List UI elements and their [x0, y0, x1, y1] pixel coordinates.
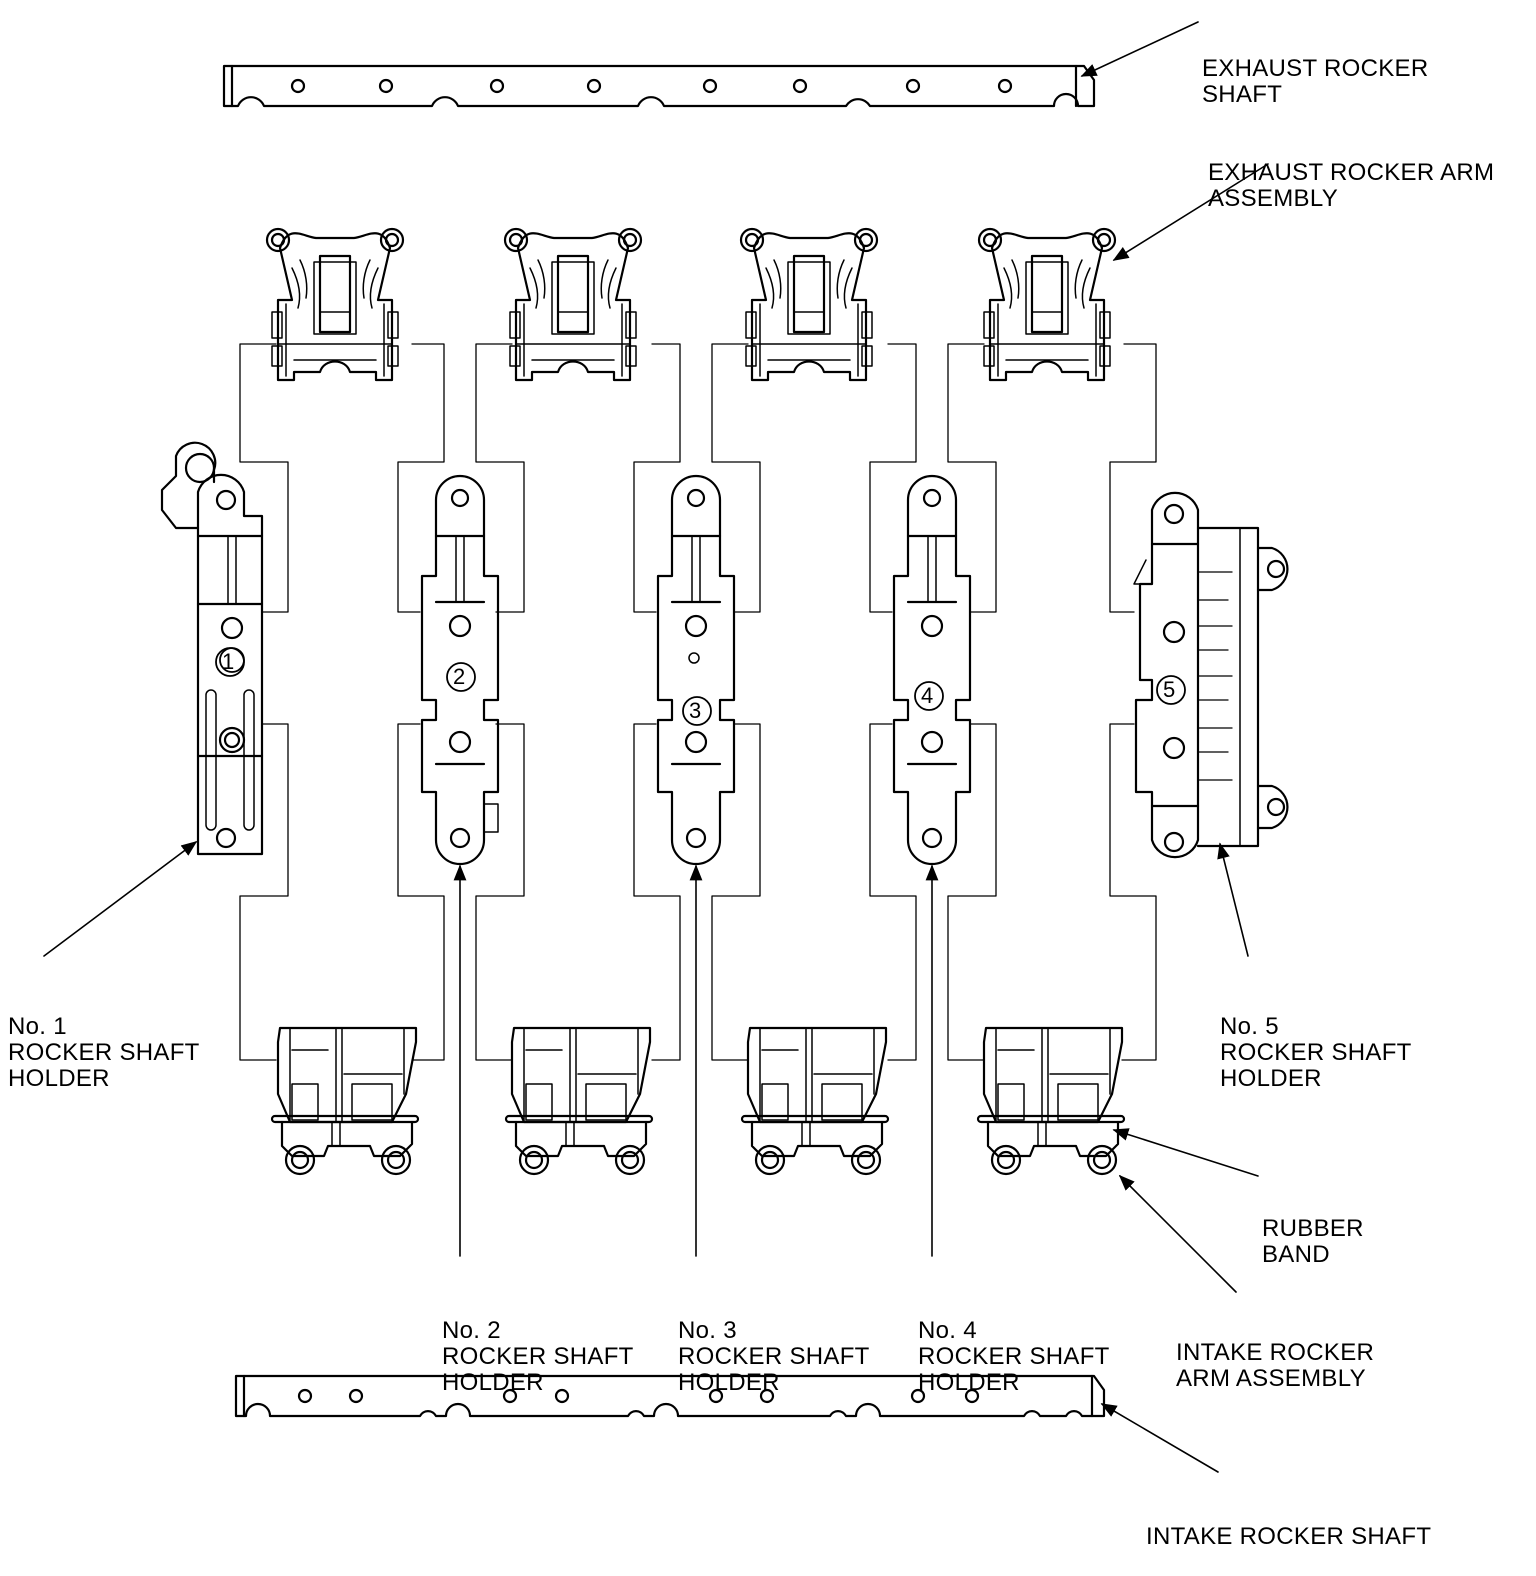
holder-number-2: 2: [453, 664, 466, 689]
rocker-shaft-assembly-diagram: [43, 21, 1289, 1473]
rocker-shaft-holder-4: [892, 474, 972, 866]
exhaust-rocker-shaft: [222, 64, 1096, 108]
arrow-intake-arm: [1118, 1174, 1237, 1293]
intake-rocker-arm-3: [740, 1026, 890, 1176]
position-guide-lines: [239, 343, 1157, 1061]
intake-rocker-arm-4: [976, 1026, 1126, 1176]
rocker-shaft-holder-3: [656, 474, 736, 866]
arrow-holder-1: [43, 841, 198, 957]
arrow-exhaust-arm: [1112, 163, 1269, 261]
leader-arrows: [43, 21, 1269, 1473]
rocker-shaft-holder-1: [160, 441, 264, 856]
exhaust-rocker-arm-3: [739, 227, 879, 382]
exhaust-rocker-arm-1: [265, 227, 405, 382]
exhaust-rocker-arm-2: [503, 227, 643, 382]
holder-number-5: 5: [1163, 677, 1176, 702]
arrow-rubber-band: [1112, 1128, 1259, 1177]
arrow-exhaust-shaft: [1080, 21, 1199, 77]
exhaust-rocker-arm-4: [977, 227, 1117, 382]
rocker-shaft-holder-2: [420, 474, 500, 866]
arrow-holder-5: [1217, 842, 1249, 957]
holder-number-4: 4: [921, 683, 934, 708]
intake-rocker-shaft: [234, 1374, 1106, 1418]
holder-number-markers: [215, 647, 1186, 726]
holder-number-3: 3: [689, 698, 702, 723]
label-intake-rocker-shaft: INTAKE ROCKER SHAFT: [1146, 1523, 1432, 1550]
rocker-shaft-holder-5: [1133, 491, 1289, 859]
intake-rocker-arm-1: [270, 1026, 420, 1176]
holder-number-1: 1: [222, 649, 235, 674]
arrow-intake-shaft: [1100, 1403, 1219, 1473]
intake-rocker-arm-2: [504, 1026, 654, 1176]
